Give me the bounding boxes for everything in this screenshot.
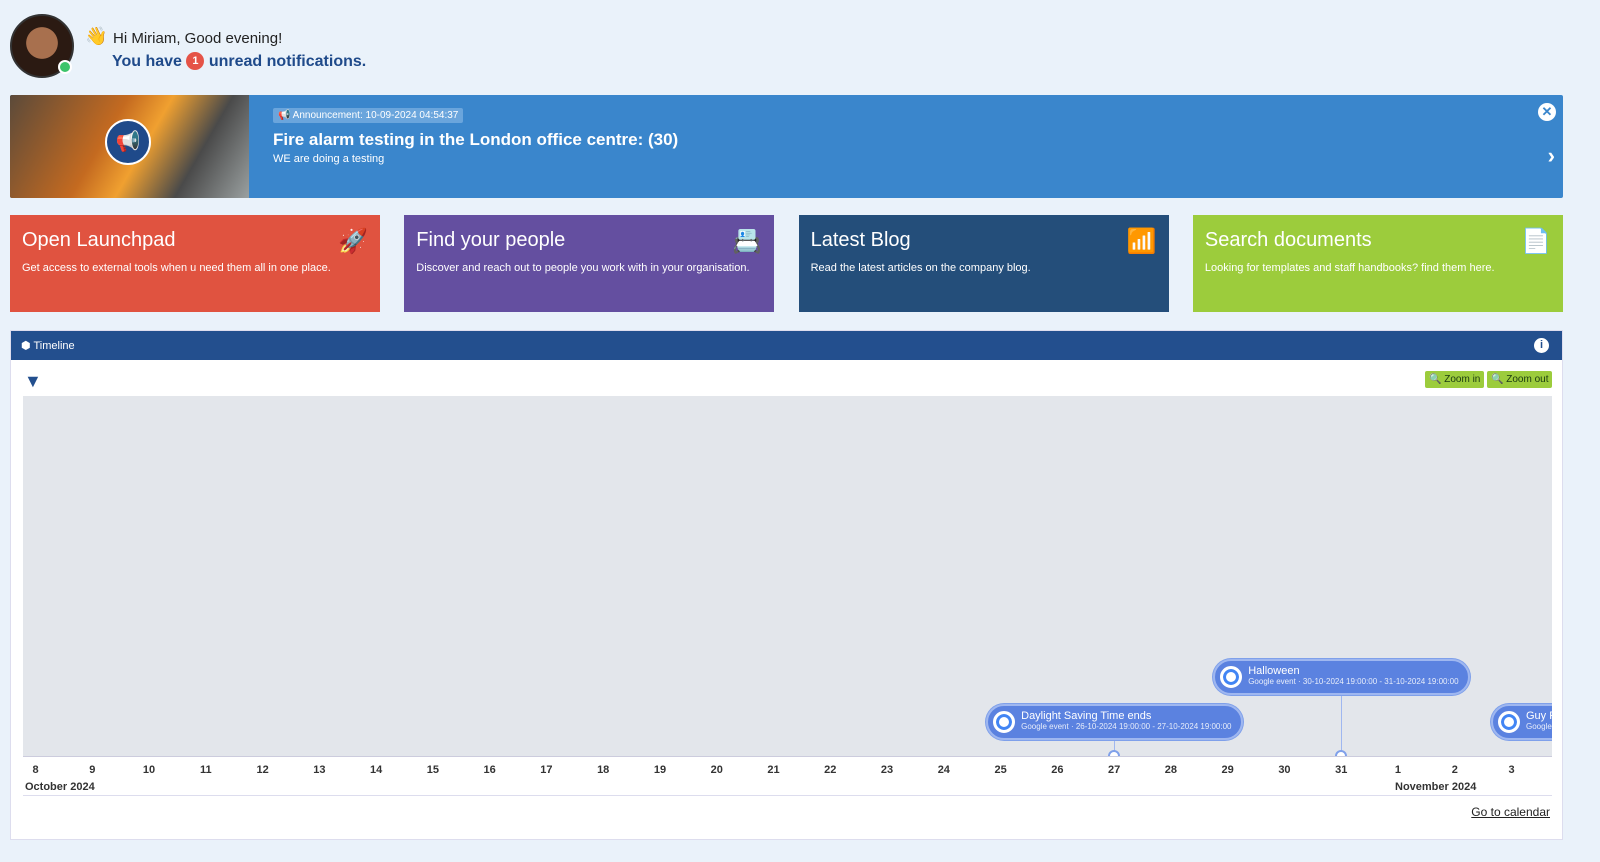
event-connector — [1114, 740, 1116, 756]
wave-icon: 👋 — [85, 26, 108, 46]
axis-tick: 17 — [540, 764, 553, 776]
event-title: Daylight Saving Time ends — [1021, 710, 1152, 722]
event-title: Guy Fawkes Night — [1526, 710, 1552, 722]
timeline-panel: ⬢ Timeline i ▼ 🔍 Zoom in 🔍 Zoom out Dayl… — [10, 330, 1563, 840]
card-description: Read the latest articles on the company … — [810, 262, 1031, 274]
notif-prefix: You have — [112, 53, 182, 70]
notifications-link[interactable]: You have 1 unread notifications. — [112, 52, 366, 71]
axis-tick: 13 — [313, 764, 326, 776]
announcement-banner[interactable]: 📢 📢 Announcement: 10-09-2024 04:54:37 Fi… — [10, 95, 1563, 198]
axis-tick: 31 — [1335, 764, 1348, 776]
axis-tick: 22 — [824, 764, 837, 776]
online-status-indicator — [58, 60, 72, 74]
notif-suffix: unread notifications. — [208, 53, 367, 70]
timeline-title: ⬢ Timeline — [21, 340, 75, 352]
axis-tick: 20 — [710, 764, 723, 776]
axis-tick: 2 — [1451, 764, 1458, 776]
zoom-in-button[interactable]: 🔍 Zoom in — [1425, 371, 1485, 388]
event-details: Google event · 30-10-2024 19:00:00 - 31-… — [1248, 677, 1459, 686]
axis-tick: 24 — [937, 764, 950, 776]
card-description: Get access to external tools when u need… — [22, 262, 331, 274]
axis-tick: 25 — [994, 764, 1007, 776]
axis-tick: 28 — [1164, 764, 1178, 776]
axis-tick: 1 — [1394, 764, 1402, 776]
axis-tick: 16 — [483, 764, 496, 776]
card-description: Looking for templates and staff handbook… — [1204, 262, 1495, 274]
card-title: Latest Blog — [810, 229, 911, 251]
axis-month-label: October 2024 — [25, 781, 95, 793]
card-title: Find your people — [416, 229, 566, 251]
axis-tick: 11 — [199, 764, 212, 776]
card-title: Open Launchpad — [22, 229, 176, 251]
go-to-calendar-link[interactable]: Go to calendar — [1471, 805, 1550, 819]
event-marker[interactable] — [1335, 750, 1348, 756]
axis-tick: 10 — [142, 764, 156, 776]
axis-tick: 23 — [880, 764, 894, 776]
contact-book-icon: 📇 — [732, 228, 763, 255]
axis-tick: 27 — [1108, 764, 1121, 776]
axis-tick: 3 — [1508, 764, 1515, 776]
event-marker[interactable] — [1108, 750, 1121, 756]
megaphone-icon: 📢 — [105, 119, 151, 165]
axis-tick: 8 — [32, 764, 39, 776]
axis-tick: 21 — [767, 764, 780, 776]
document-icon: 📄 — [1521, 228, 1551, 255]
rss-icon: 📶 — [1126, 228, 1157, 255]
axis-tick: 18 — [597, 764, 610, 776]
card-title: Search documents — [1204, 229, 1372, 251]
avatar[interactable] — [10, 14, 74, 78]
timeline-header: ⬢ Timeline i — [11, 331, 1562, 360]
axis-tick: 29 — [1221, 764, 1234, 776]
announcement-title: Fire alarm testing in the London office … — [273, 130, 679, 149]
event-title: Halloween — [1248, 665, 1300, 677]
announcement-subtitle: WE are doing a testing — [273, 153, 385, 165]
axis-month-label: November 2024 — [1395, 781, 1477, 793]
close-icon[interactable]: ✕ — [1538, 103, 1556, 121]
timeline-event[interactable]: Guy Fawkes NightGoogle event — [1491, 704, 1552, 740]
rocket-icon: 🚀 — [338, 228, 368, 255]
axis-tick: 26 — [1051, 764, 1064, 776]
card-description: Discover and reach out to people you wor… — [416, 262, 750, 274]
google-calendar-icon — [1220, 666, 1243, 688]
announcement-tag: 📢 Announcement: 10-09-2024 04:54:37 — [273, 108, 464, 123]
google-calendar-icon — [1498, 711, 1520, 733]
google-calendar-icon — [993, 711, 1016, 733]
event-details: Google event — [1526, 722, 1552, 731]
axis-tick: 14 — [369, 764, 383, 776]
event-details: Google event · 26-10-2024 19:00:00 - 27-… — [1021, 722, 1232, 731]
greeting: Hi Miriam, Good evening! — [113, 30, 283, 47]
event-connector — [1341, 695, 1343, 756]
axis-tick: 19 — [653, 764, 667, 776]
axis-tick: 12 — [256, 764, 269, 776]
axis-tick: 30 — [1278, 764, 1291, 776]
axis-tick: 15 — [426, 764, 439, 776]
chevron-right-icon[interactable]: › — [1547, 143, 1555, 168]
zoom-out-button[interactable]: 🔍 Zoom out — [1487, 371, 1553, 388]
notification-count-badge: 1 — [186, 52, 205, 70]
info-icon[interactable]: i — [1534, 338, 1549, 353]
filter-icon[interactable]: ▼ — [24, 371, 42, 391]
axis-tick: 9 — [89, 764, 96, 776]
